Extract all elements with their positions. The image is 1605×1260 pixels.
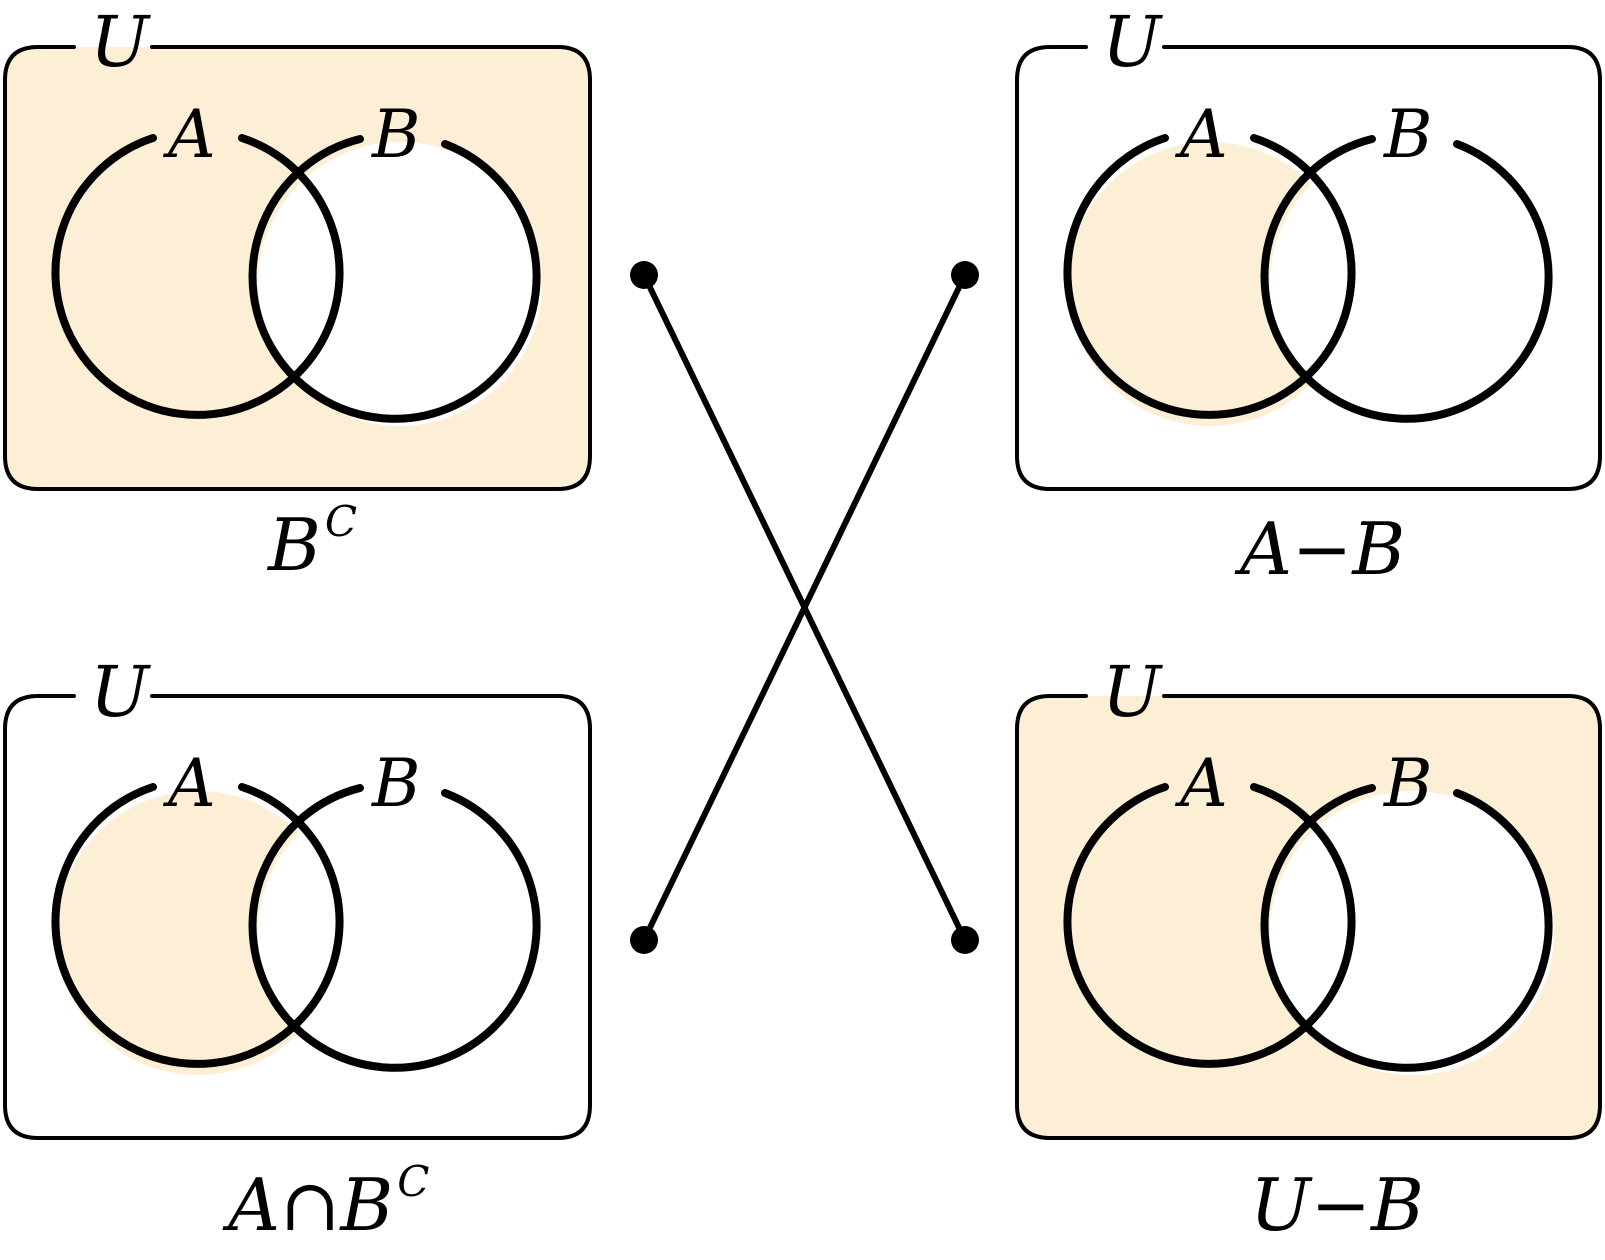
universe-frame	[1015, 45, 1602, 491]
universe-label: U	[90, 1, 151, 83]
panel-caption: A∩BC	[222, 1157, 429, 1247]
set-a-circle	[1063, 783, 1356, 1068]
set-a-circle	[1063, 134, 1356, 419]
panel-top-left: U A B BC	[3, 1, 592, 587]
set-a-circle	[51, 783, 344, 1068]
connector-dot-bottom-right	[951, 926, 979, 954]
panel-top-right: U A B A−B	[1015, 1, 1602, 591]
set-b-label: B	[371, 745, 421, 822]
set-b-circle	[1260, 135, 1553, 423]
set-b-label: B	[1383, 745, 1433, 822]
set-a-label: A	[162, 745, 216, 822]
panel-caption: BC	[266, 497, 357, 587]
universe-frame	[3, 45, 592, 491]
set-b-circle	[248, 135, 541, 423]
panel-bottom-right: U A B U−B	[1015, 651, 1602, 1247]
shaded-region	[56, 791, 340, 1075]
universe-label: U	[90, 651, 151, 733]
shaded-region	[5, 47, 590, 489]
connector-top-right-to-bottom-left	[641, 272, 968, 943]
set-b-circle	[248, 784, 541, 1072]
universe-label: U	[1102, 1, 1163, 83]
universe-frame	[3, 694, 592, 1140]
shaded-region	[1068, 142, 1352, 426]
set-a-label: A	[1174, 745, 1228, 822]
panel-bottom-left: U A B A∩BC	[3, 651, 592, 1247]
connector-dot-bottom-left	[630, 926, 658, 954]
set-b-label: B	[1383, 96, 1433, 173]
set-a-circle	[51, 134, 344, 419]
connector-dot-top-right	[951, 261, 979, 289]
matching-connectors	[630, 261, 979, 954]
universe-label: U	[1102, 651, 1163, 733]
set-a-label: A	[1174, 96, 1228, 173]
set-a-label: A	[162, 96, 216, 173]
connector-dot-top-left	[630, 261, 658, 289]
set-b-circle	[1260, 784, 1553, 1072]
set-b-label: B	[371, 96, 421, 173]
universe-frame	[1015, 694, 1602, 1140]
shaded-region	[1017, 696, 1600, 1138]
panel-caption: A−B	[1234, 507, 1405, 591]
panel-caption: U−B	[1250, 1163, 1424, 1247]
